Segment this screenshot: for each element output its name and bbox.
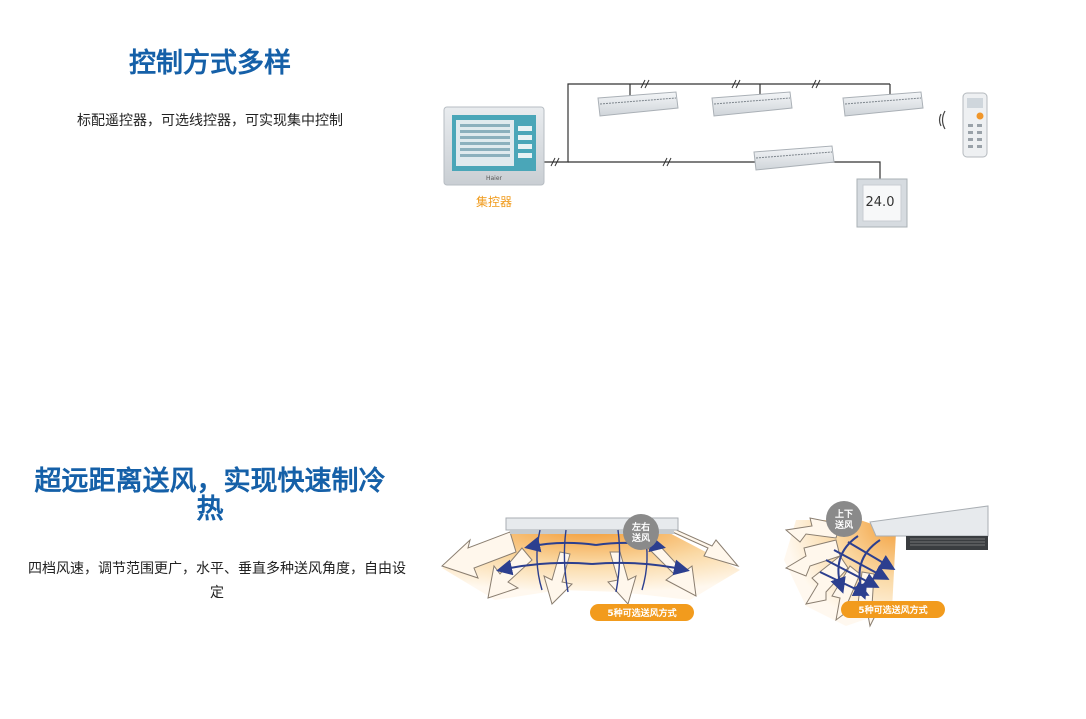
indoor-unit: [597, 91, 679, 117]
section2-description: 四档风速，调节范围更广，水平、垂直多种送风角度，自由设定: [28, 561, 406, 601]
right-badge-line2: 送风: [834, 519, 853, 531]
section2-title: 超远距离送风，实现快速制冷热: [34, 466, 386, 525]
left-tag: 5种可选送风方式: [607, 607, 676, 619]
left-badge-line2: 送风: [631, 532, 650, 544]
indoor-unit: [711, 91, 793, 117]
airflow-vertical-illustration: 上下 送风 5种可选送风方式: [784, 501, 989, 628]
wiring-diagram: [544, 79, 891, 180]
right-tag: 5种可选送风方式: [858, 604, 927, 616]
right-badge-line1: 上下: [835, 508, 853, 520]
indoor-unit: [842, 91, 924, 117]
indoor-unit: [753, 145, 835, 171]
wireless-signal-icon: [938, 110, 946, 130]
remote-control: [962, 92, 988, 158]
left-badge-line1: 左右: [631, 521, 650, 533]
controller-label: 集控器: [476, 194, 512, 209]
central-controller: Haier: [443, 106, 545, 186]
wired-controller: 24.0: [856, 178, 908, 228]
section1-description: 标配遥控器，可选线控器，可实现集中控制: [77, 113, 343, 129]
section1-title: 控制方式多样: [129, 48, 291, 79]
wired-controller-display: 24.0: [866, 195, 895, 210]
controller-brand: Haier: [486, 175, 503, 182]
airflow-horizontal-illustration: 左右 送风 5种可选送风方式: [441, 514, 740, 621]
